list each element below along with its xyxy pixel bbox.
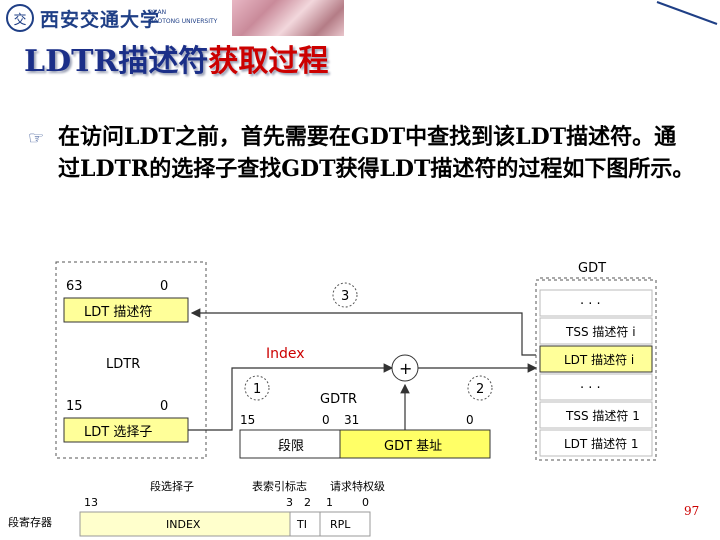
field-rpl-box (319, 511, 371, 537)
field-ti-label: TI (296, 518, 307, 531)
gdt-row-0-label: · · · (580, 297, 601, 312)
ldt-selector-box (63, 417, 189, 443)
bullet-text: 在访问LDT之前，首先需要在GDT中查找到该LDT描述符。通过LDTR的选择子查… (58, 124, 695, 182)
field-index-label: INDEX (166, 518, 201, 531)
step-3-arrow (190, 308, 536, 356)
gdt-row-1 (539, 317, 653, 345)
ldtr-bit-0: 0 (160, 279, 168, 294)
gdt-row-3-label: · · · (580, 381, 601, 396)
page-number: 97 (684, 504, 700, 518)
gdt-table-outline (535, 279, 657, 461)
field-bit-2: 2 (304, 496, 311, 509)
segment-register-label: 段寄存器 (8, 515, 52, 529)
gdtr-bit-15: 15 (240, 413, 255, 427)
university-name-cn: 西安交通大学 (40, 9, 161, 31)
step-3-label: 3 (341, 289, 349, 304)
adder-plus: + (399, 359, 412, 378)
step-3-circle (332, 282, 358, 308)
field-bit-13: 13 (84, 496, 98, 509)
gdt-row-0 (539, 289, 653, 317)
pointing-hand-bullet-icon: ☞ (28, 128, 45, 149)
index-path-arrow (188, 363, 394, 431)
step-1-circle (244, 375, 270, 401)
field-label-rpl: 请求特权级 (330, 479, 385, 493)
ldtr-selector-bit-15: 15 (66, 399, 83, 414)
gdt-row-1-label: TSS 描述符 i (565, 324, 636, 339)
gdt-title: GDT (578, 261, 606, 276)
gdt-row-4-label: TSS 描述符 1 (565, 408, 640, 423)
university-emblem-icon: 交 (6, 4, 34, 32)
gdtr-bit-0a: 0 (322, 413, 330, 427)
step-2-circle (467, 375, 493, 401)
gdtr-label: GDTR (320, 392, 357, 407)
gdtr-bit-31: 31 (344, 413, 359, 427)
gdtr-base-label: GDT 基址 (384, 439, 442, 454)
gdt-row-2 (539, 345, 653, 373)
ldt-descriptor-cache-box (63, 297, 189, 323)
slide-title: LDTR描述符获取过程 (24, 36, 328, 80)
gdt-row-5 (539, 429, 653, 457)
ldt-selector-label: LDT 选择子 (84, 425, 152, 440)
ldtr-register-label: LDTR (106, 357, 140, 372)
gdtr-limit-label: 段限 (278, 439, 304, 454)
corner-line-decoration (656, 1, 718, 25)
gdtr-bit-0b: 0 (466, 413, 474, 427)
step-2-label: 2 (476, 382, 484, 397)
university-name-en: XI'AN JIAOTONG UNIVERSITY (150, 8, 217, 26)
header-flower-image (232, 0, 344, 36)
gdt-row-4 (539, 401, 653, 429)
slide-title-part2: 获取过程 (208, 44, 329, 79)
field-rpl-label: RPL (330, 518, 351, 531)
field-label-index: 段选择子 (150, 479, 194, 493)
field-label-ti: 表索引标志 (252, 479, 307, 493)
gdt-row-5-label: LDT 描述符 1 (564, 436, 639, 451)
field-bit-0: 0 (362, 496, 369, 509)
field-bit-1: 1 (326, 496, 333, 509)
gdtr-base-box (339, 429, 491, 459)
university-name-en-line1: XI'AN (150, 9, 167, 16)
gdt-row-3 (539, 373, 653, 401)
index-label: Index (266, 346, 305, 362)
ldt-descriptor-cache-label: LDT 描述符 (84, 304, 152, 320)
field-bit-3: 3 (286, 496, 293, 509)
ldtr-selector-bit-0: 0 (160, 399, 168, 414)
slide-title-part1: LDTR描述符 (24, 44, 209, 79)
ldtr-bit-63: 63 (66, 279, 83, 294)
ldtr-dashed-box (55, 261, 207, 459)
gdt-row-2-label: LDT 描述符 i (564, 352, 634, 367)
gdtr-limit-box (239, 429, 341, 459)
step-1-label: 1 (253, 382, 261, 397)
university-name-en-line2: JIAOTONG UNIVERSITY (150, 18, 218, 25)
field-index-box (79, 511, 291, 537)
gdt-rows: · · · TSS 描述符 i LDT 描述符 i · · · TSS 描述符 … (539, 289, 653, 457)
